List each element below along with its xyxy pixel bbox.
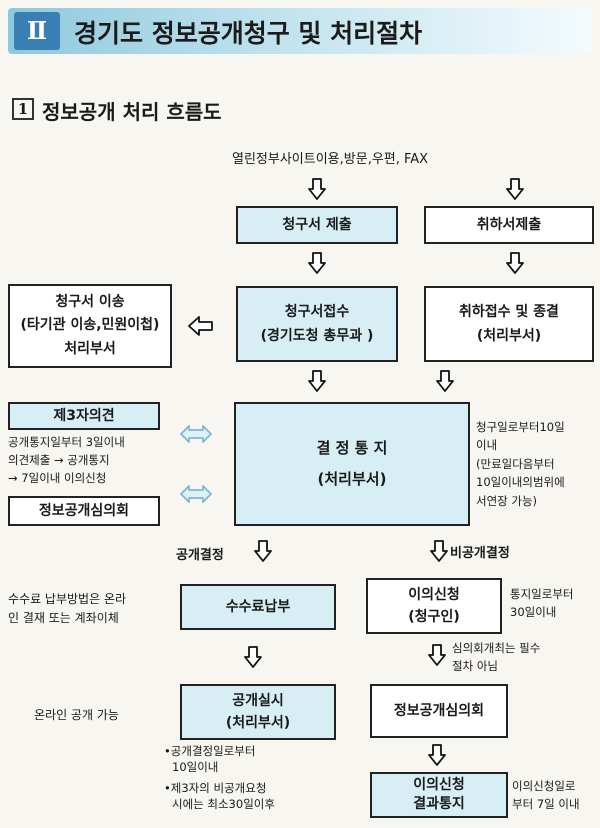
fee-payment-box: 수수료납부 — [180, 584, 336, 630]
withdraw-submit-box: 취하서제출 — [424, 206, 594, 244]
withdraw-submit-label: 취하서제출 — [476, 216, 542, 233]
fee-note-line: 인 결재 또는 계좌이체 — [8, 610, 119, 625]
down-arrow-icon — [428, 644, 446, 666]
disclosure-execution-dept: (처리부서) — [225, 715, 291, 731]
decision-note-line: (만료일다음부터 — [476, 456, 555, 471]
disclosure-note-line: •공개결정일로부터 — [164, 744, 256, 758]
objection-result-note-line: 이의신청일로 — [512, 779, 576, 793]
objection-result-title: 이의신청 — [413, 777, 465, 794]
down-arrow-icon — [430, 540, 448, 562]
double-arrow-icon — [180, 485, 212, 503]
decision-note-line: 이내 — [476, 438, 498, 453]
withdraw-end-box: 취하접수 및 종결 (처리부서) — [424, 286, 594, 362]
request-transfer-title: 청구서 이송 — [55, 294, 125, 311]
section-title: 정보공개 처리 흐름도 — [42, 100, 222, 124]
committee-note-line: 심의회개최는 필수 — [452, 641, 541, 655]
request-receipt-title: 청구서접수 — [284, 303, 350, 320]
objection-title: 이의신청 — [408, 586, 460, 603]
page-title: 경기도 정보공개청구 및 처리절차 — [74, 19, 423, 48]
third-party-note-line: 공개통지일부터 3일이내 — [8, 435, 125, 449]
withdraw-end-title: 취하접수 및 종결 — [459, 303, 559, 320]
online-disclosure-note: 온라인 공개 가능 — [34, 708, 119, 722]
objection-note: 통지일로부터 30일이내 — [510, 586, 573, 622]
down-arrow-icon — [254, 540, 272, 562]
down-arrow-icon — [308, 178, 326, 200]
request-receipt-box: 청구서접수 (경기도청 총무과 ) — [236, 286, 398, 362]
request-transfer-dept: 처리부서 — [64, 340, 116, 357]
committee-note-line: 절차 아님 — [452, 658, 498, 673]
down-arrow-icon — [506, 178, 524, 200]
objection-box: 이의신청 (청구인) — [366, 578, 502, 634]
third-party-opinion-box: 제3자의견 — [8, 402, 160, 430]
fee-payment-label: 수수료납부 — [225, 598, 291, 615]
chapter-number: Ⅱ — [14, 12, 60, 50]
decision-notice-dept: (처리부서) — [317, 470, 387, 488]
header-bar — [8, 8, 592, 54]
decision-notice-box: 결 정 통 지 (처리부서) — [234, 402, 470, 526]
objection-result-note: 이의신청일로 부터 7일 이내 — [512, 778, 580, 814]
down-arrow-icon — [436, 370, 454, 392]
third-party-note-line: 의견제출 → 공개통지 — [8, 452, 110, 467]
down-arrow-icon — [428, 744, 446, 766]
nonpublic-decision-label: 비공개결정 — [450, 546, 510, 561]
objection-result-notice: 결과통지 — [413, 796, 465, 812]
left-arrow-icon — [188, 316, 213, 336]
fee-note: 수수료 납부방법은 온라 인 결재 또는 계좌이체 — [8, 590, 126, 627]
section-number: 1 — [12, 98, 34, 120]
disclosure-note-line: 10일이내 — [172, 759, 219, 774]
request-receipt-dept: (경기도청 총무과 ) — [260, 328, 374, 344]
down-arrow-icon — [244, 646, 262, 668]
decision-note: 청구일로부터10일 이내 (만료일다음부터 10일이내의범위에 서연장 가능) — [476, 418, 565, 510]
request-submit-label: 청구서 제출 — [282, 216, 352, 233]
down-arrow-icon — [308, 252, 326, 274]
public-decision-label: 공개결정 — [176, 548, 224, 563]
down-arrow-icon — [308, 370, 326, 392]
disclosure-execution-title: 공개실시 — [232, 692, 284, 709]
decision-note-line: 청구일로부터10일 — [476, 420, 565, 434]
withdraw-end-dept: (처리부서) — [476, 328, 542, 344]
third-party-opinion-label: 제3자의견 — [53, 407, 115, 424]
decision-note-line: 10일이내의범위에 — [476, 475, 565, 490]
objection-result-box: 이의신청 결과통지 — [370, 772, 508, 818]
third-party-note-line: → 7일이내 이의신청 — [8, 470, 107, 485]
down-arrow-icon — [506, 252, 524, 274]
disclosure-committee-label: 정보공개심의회 — [38, 502, 130, 519]
double-arrow-icon — [180, 425, 212, 443]
objection-result-note-line: 부터 7일 이내 — [512, 796, 580, 811]
disclosure-committee-review-label: 정보공개심의회 — [393, 702, 485, 719]
disclosure-note-line: •제3자의 비공개요청 — [164, 781, 267, 796]
third-party-note: 공개통지일부터 3일이내 의견제출 → 공개통지 → 7일이내 이의신청 — [8, 434, 125, 487]
request-submit-box: 청구서 제출 — [236, 206, 398, 244]
decision-notice-title: 결 정 통 지 — [316, 438, 388, 457]
request-transfer-detail: (타기관 이송,민원이첩) — [20, 317, 160, 334]
objection-note-line: 30일이내 — [510, 604, 557, 619]
fee-note-line: 수수료 납부방법은 온라 — [8, 592, 127, 606]
disclosure-note-line: 시에는 최소30일이후 — [172, 796, 275, 811]
request-transfer-box: 청구서 이송 (타기관 이송,민원이첩) 처리부서 — [8, 284, 172, 368]
request-channels: 열린정부사이트이용,방문,우편, FAX — [232, 152, 429, 167]
disclosure-committee-box: 정보공개심의회 — [8, 496, 160, 526]
disclosure-execution-box: 공개실시 (처리부서) — [180, 684, 336, 740]
objection-applicant: (청구인) — [408, 609, 460, 625]
disclosure-committee-review-box: 정보공개심의회 — [370, 684, 508, 738]
disclosure-note: •공개결정일로부터 10일이내 •제3자의 비공개요청 시에는 최소30일이후 — [164, 744, 275, 812]
committee-note: 심의회개최는 필수 절차 아님 — [452, 640, 540, 676]
decision-note-line: 서연장 가능) — [476, 493, 538, 508]
objection-note-line: 통지일로부터 — [510, 587, 574, 601]
